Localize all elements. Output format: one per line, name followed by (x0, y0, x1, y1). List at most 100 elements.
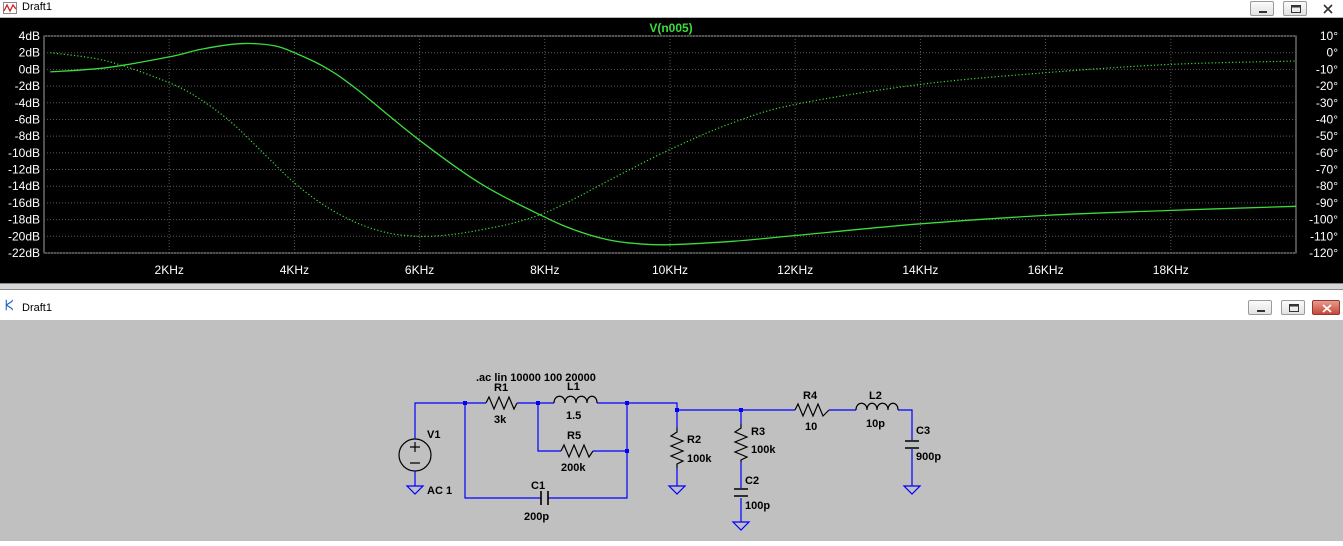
c1-value-label: 200p (524, 511, 549, 523)
capacitor-c1[interactable] (529, 491, 560, 505)
y-right-tick-label: -80° (1316, 179, 1338, 193)
y-right-tick-label: -110° (1310, 229, 1338, 243)
close-button[interactable] (1316, 1, 1340, 16)
x-tick-label: 6KHz (405, 263, 434, 277)
x-tick-label: 2KHz (155, 263, 184, 277)
x-tick-label: 12KHz (777, 263, 813, 277)
restore-button[interactable] (1281, 300, 1305, 315)
close-button[interactable] (1312, 300, 1340, 315)
minimize-button[interactable] (1248, 300, 1272, 315)
phase-trace (50, 52, 1297, 237)
r4-ref-label: R4 (803, 390, 818, 402)
x-tick-label: 16KHz (1028, 263, 1064, 277)
y-right-tick-label: -60° (1316, 146, 1338, 160)
y-right-tick-label: -20° (1316, 79, 1338, 93)
r2-value-label: 100k (687, 453, 712, 465)
y-left-tick-label: -6dB (15, 112, 40, 126)
y-left-tick-label: -12dB (8, 163, 40, 177)
voltage-source-v1[interactable] (398, 438, 432, 472)
r2-ref-label: R2 (687, 434, 701, 446)
resistor-r2[interactable] (669, 428, 685, 468)
resistor-r3[interactable] (733, 424, 749, 462)
resistor-r4[interactable] (794, 402, 830, 418)
x-tick-label: 10KHz (652, 263, 688, 277)
l1-value-label: 1.5 (566, 410, 581, 422)
x-tick-label: 14KHz (902, 263, 938, 277)
y-left-axis: 4dB2dB0dB-2dB-4dB-6dB-8dB-10dB-12dB-14dB… (8, 29, 40, 260)
minimize-icon (1257, 310, 1265, 312)
y-right-tick-label: -30° (1316, 96, 1338, 110)
y-left-tick-label: -2dB (15, 79, 40, 93)
waveform-icon (3, 2, 17, 14)
plot-grid (43, 35, 1297, 254)
c3-ref-label: C3 (916, 425, 930, 437)
y-left-tick-label: -16dB (8, 196, 40, 210)
schematic-canvas[interactable]: V1 AC 1 R1 3k L1 1.5 .ac lin 10000 100 2… (0, 320, 1343, 541)
y-left-tick-label: -22dB (8, 246, 40, 260)
y-right-tick-label: -50° (1316, 129, 1338, 143)
capacitor-c2[interactable] (734, 488, 748, 497)
schematic-window-title: Draft1 (22, 302, 52, 314)
r1-ref-label: R1 (494, 382, 508, 394)
inductor-l2[interactable] (855, 402, 899, 411)
y-right-tick-label: -120° (1309, 246, 1338, 260)
r3-value-label: 100k (751, 444, 776, 456)
x-tick-label: 18KHz (1153, 263, 1189, 277)
ground-icons (405, 485, 922, 531)
v1-value-label: AC 1 (427, 485, 452, 497)
x-tick-label: 8KHz (530, 263, 559, 277)
ac-directive[interactable]: .ac lin 10000 100 20000 (476, 372, 596, 384)
junction-dots (463, 401, 743, 453)
plot-series (50, 42, 1297, 246)
y-left-tick-label: 2dB (19, 46, 40, 60)
ground-icon (405, 485, 425, 495)
resistor-r5[interactable] (560, 443, 594, 459)
inductor-l1[interactable] (553, 395, 598, 404)
y-left-tick-label: -18dB (8, 213, 40, 227)
r1-value-label: 3k (494, 414, 507, 426)
plot-window-title: Draft1 (22, 1, 52, 13)
minimize-button[interactable] (1250, 1, 1274, 16)
l1-ref-label: L1 (567, 381, 580, 393)
v1-ref-label: V1 (427, 429, 440, 441)
y-right-tick-label: -90° (1316, 196, 1338, 210)
l2-ref-label: L2 (869, 390, 882, 402)
close-icon (1323, 4, 1333, 14)
y-right-tick-label: 0° (1327, 46, 1339, 60)
y-left-tick-label: 4dB (19, 29, 40, 43)
y-left-tick-label: -14dB (8, 179, 40, 193)
r4-value-label: 10 (805, 421, 817, 433)
y-left-tick-label: -4dB (15, 96, 40, 110)
capacitor-c3[interactable] (905, 440, 919, 449)
restore-icon (1289, 304, 1299, 312)
restore-button[interactable] (1283, 1, 1307, 16)
schematic-svg[interactable]: V1 AC 1 R1 3k L1 1.5 .ac lin 10000 100 2… (0, 320, 1343, 541)
restore-icon (1291, 5, 1301, 13)
y-left-tick-label: -8dB (15, 129, 40, 143)
y-right-tick-label: -100° (1309, 213, 1338, 227)
plot-window-titlebar[interactable]: Draft1 (0, 0, 1343, 18)
minimize-icon (1259, 11, 1267, 13)
c3-value-label: 900p (916, 451, 941, 463)
r5-value-label: 200k (561, 462, 586, 474)
x-tick-label: 4KHz (280, 263, 309, 277)
y-right-tick-label: 10° (1320, 29, 1338, 43)
ground-icon (902, 485, 922, 495)
c2-value-label: 100p (745, 500, 770, 512)
ground-icon (731, 521, 751, 531)
y-left-tick-label: -20dB (8, 229, 40, 243)
r5-ref-label: R5 (567, 430, 581, 442)
c2-ref-label: C2 (745, 475, 759, 487)
magnitude-trace (50, 42, 1297, 246)
y-right-axis: 10°0°-10°-20°-30°-40°-50°-60°-70°-80°-90… (1309, 29, 1338, 260)
ground-icon (667, 485, 687, 495)
bode-plot-svg[interactable]: 4dB2dB0dB-2dB-4dB-6dB-8dB-10dB-12dB-14dB… (0, 18, 1343, 283)
y-left-tick-label: -10dB (8, 146, 40, 160)
l2-value-label: 10p (866, 418, 885, 430)
schematic-window-titlebar[interactable]: Draft1 (0, 290, 1343, 321)
x-axis: 2KHz 4KHz 6KHz 8KHz 10KHz 12KHz 14KHz 16KHz 18KH… (155, 263, 1189, 277)
trace-label[interactable]: V(n005) (649, 21, 692, 35)
resistor-r1[interactable] (485, 395, 518, 411)
